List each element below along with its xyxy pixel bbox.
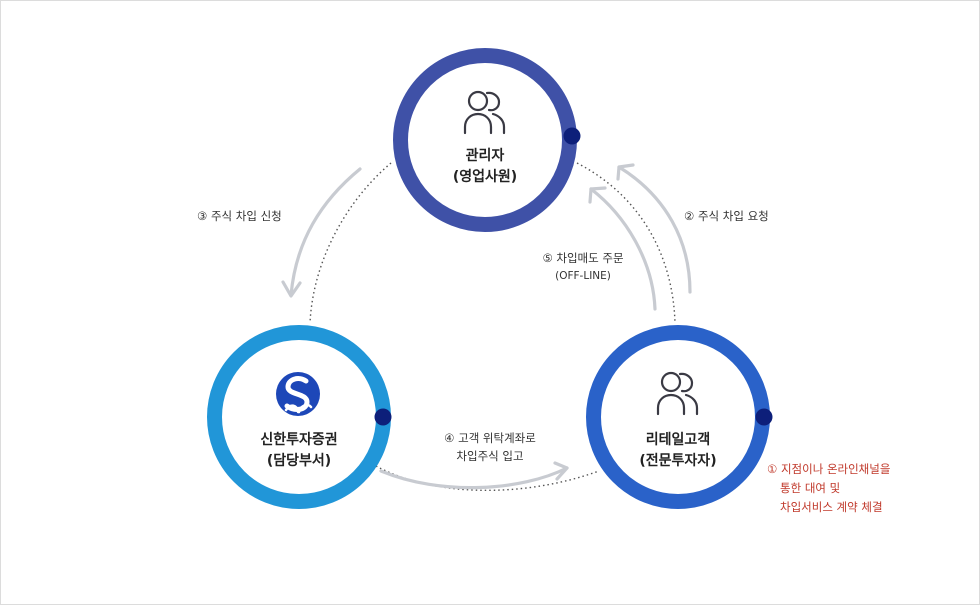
step2-label: ② 주식 차입 요청 [684,207,794,225]
manager-label: 관리자 (영업사원) [425,146,545,188]
manager-label-line2: (영업사원) [452,169,518,185]
shinhan-marker-dot [374,408,392,426]
retail-marker-dot [755,408,773,426]
arrow-step5-head [588,186,607,204]
step4-line2: 차입주식 입고 [456,449,524,463]
step3-label: ③ 주식 차입 신청 [197,207,307,225]
manager-label-line1: 관리자 [465,148,505,164]
step1-line3: 차입서비스 계약 체결 [780,500,883,514]
connector-manager-retail [576,162,676,324]
step1-line2: 통한 대여 및 [780,481,841,495]
arrow-step5 [589,187,657,311]
step1-line1: ① 지점이나 온라인채널을 [767,462,891,476]
arrow-step2-head [616,163,635,181]
step5-label: ⑤ 차입매도 주문 (OFF-LINE) [528,249,638,285]
arrow-step3 [289,167,362,297]
shinhan-ring [207,325,391,509]
shinhan-label-line2: (담당부서) [266,453,332,469]
step4-line1: ④ 고객 위탁계좌로 [444,431,536,445]
retail-label-line2: (전문투자자) [639,453,717,469]
arrow-step4 [379,466,569,490]
step1-note: ① 지점이나 온라인채널을 통한 대여 및 차입서비스 계약 체결 [767,460,890,517]
retail-ring [586,325,770,509]
step5-line2: (OFF-LINE) [555,270,611,282]
arrow-step4-head [553,461,569,481]
users-icon [463,90,506,135]
step4-label: ④ 고객 위탁계좌로 차입주식 입고 [425,429,555,465]
manager-ring [393,48,577,232]
arrow-step2 [617,165,692,294]
shinhan-logo [276,372,320,416]
process-arrows [281,163,692,490]
shinhan-label-line1: 신한투자증권 [260,432,338,448]
step2-text: ② 주식 차입 요청 [684,209,769,223]
dotted-connectors [309,162,676,491]
retail-label: 리테일고객 (전문투자자) [618,430,738,472]
manager-marker-dot [563,127,581,145]
users-icon [656,371,699,416]
retail-label-line1: 리테일고객 [645,432,711,448]
step5-line1: ⑤ 차입매도 주문 [542,251,624,265]
shinhan-label: 신한투자증권 (담당부서) [239,430,359,472]
connector-manager-shinhan [309,162,392,324]
arrow-step3-head [281,280,302,298]
step3-text: ③ 주식 차입 신청 [197,209,282,223]
